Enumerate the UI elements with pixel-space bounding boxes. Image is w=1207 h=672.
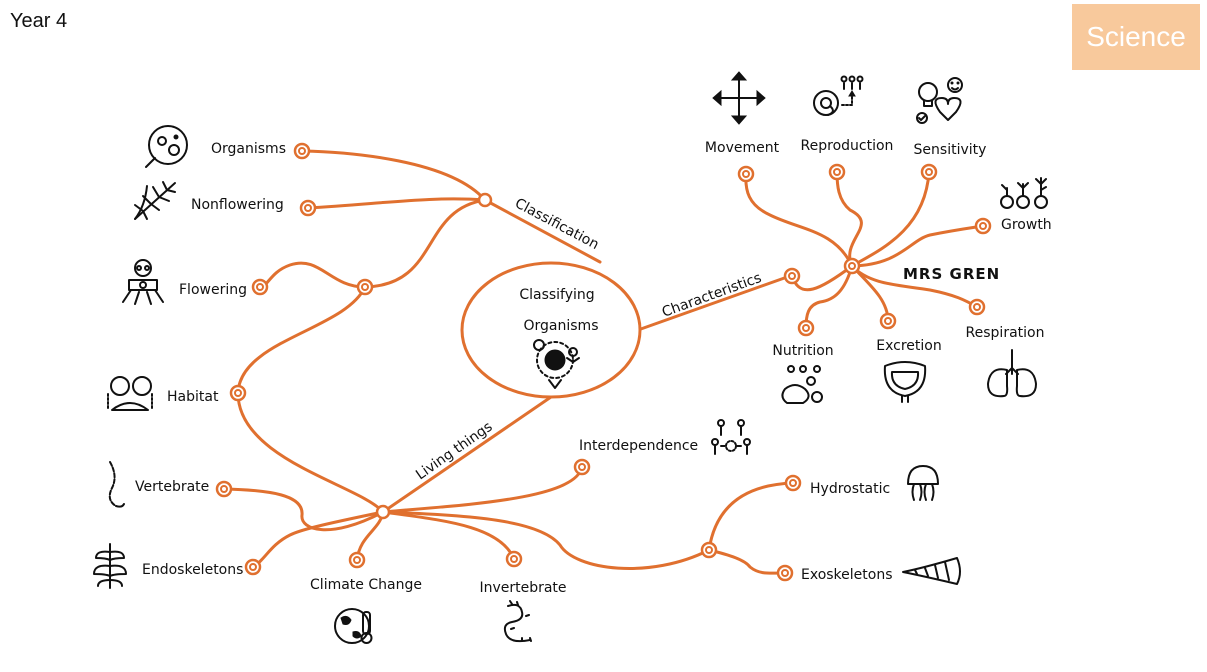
year-label: Year 4 xyxy=(10,10,68,32)
node-nutrition xyxy=(797,319,815,337)
globe-people-icon xyxy=(533,339,580,389)
node-flowering xyxy=(251,278,269,296)
label-characteristics: Characteristics xyxy=(660,270,764,321)
branch-exoskeletons xyxy=(707,548,787,575)
label-habitat: Habitat xyxy=(167,389,219,405)
earth-thermometer-icon xyxy=(334,608,373,644)
label-nonflowering: Nonflowering xyxy=(191,197,284,213)
node-endoskeletons xyxy=(244,558,262,576)
branch-classification xyxy=(483,198,602,264)
shell-icon xyxy=(902,557,961,585)
ribcage-icon xyxy=(93,543,127,589)
node-climate-change xyxy=(348,551,366,569)
node-invert-hub xyxy=(700,541,718,559)
label-invertebrate: Invertebrate xyxy=(479,580,566,596)
hub-living-things xyxy=(375,504,391,520)
label-sensitivity: Sensitivity xyxy=(914,142,987,158)
node-reproduction xyxy=(828,163,846,181)
branch-characteristics xyxy=(636,274,792,332)
branch-habitat-link xyxy=(236,285,367,395)
center-title-line2: Organisms xyxy=(524,318,599,334)
node-organisms xyxy=(293,142,311,160)
node-exoskeletons xyxy=(776,564,794,582)
fern-icon xyxy=(134,181,176,220)
node-interdependence xyxy=(573,458,591,476)
label-endoskeletons: Endoskeletons xyxy=(142,562,243,578)
label-hydrostatic: Hydrostatic xyxy=(810,481,890,497)
branch-nonflowering xyxy=(306,197,487,210)
branch-hydrostatic xyxy=(707,481,795,552)
branch-nutrition xyxy=(804,264,854,330)
node-characteristics xyxy=(783,267,801,285)
branch-lines xyxy=(222,149,985,575)
hub-classification xyxy=(477,192,493,208)
label-nutrition: Nutrition xyxy=(772,343,833,359)
label-classification: Classification xyxy=(512,195,601,253)
branch-growth xyxy=(850,224,985,268)
people-network-icon xyxy=(711,419,751,455)
branch-excretion xyxy=(850,264,890,323)
label-excretion: Excretion xyxy=(876,338,941,354)
branch-respiration xyxy=(850,264,979,309)
food-icon xyxy=(781,365,823,404)
branch-flowering xyxy=(258,261,367,289)
node-hydrostatic xyxy=(784,474,802,492)
node-vertebrate xyxy=(215,480,233,498)
label-vertebrate: Vertebrate xyxy=(135,479,209,495)
branch-living-things xyxy=(381,395,553,514)
label-interdependence: Interdependence xyxy=(579,438,698,454)
branch-interdependence xyxy=(381,465,584,514)
node-excretion xyxy=(879,312,897,330)
branch-sensitivity xyxy=(850,170,931,268)
flower-icon xyxy=(122,259,164,305)
node-movement xyxy=(737,165,755,183)
branch-invert-hub xyxy=(381,510,711,570)
bladder-icon xyxy=(883,361,927,403)
label-reproduction: Reproduction xyxy=(801,138,894,154)
nodes xyxy=(215,142,992,582)
node-invertebrate xyxy=(505,550,523,568)
label-exoskeletons: Exoskeletons xyxy=(801,567,893,583)
teacher-label: MRS GREN xyxy=(903,265,1000,283)
node-sensitivity xyxy=(920,163,938,181)
petri-dish-icon xyxy=(145,125,188,168)
label-flowering: Flowering xyxy=(179,282,247,298)
label-organisms: Organisms xyxy=(211,141,286,157)
move-arrows-icon xyxy=(712,71,766,125)
reproduction-icon xyxy=(813,75,864,116)
worm-icon xyxy=(503,600,532,643)
branch-habitat-down xyxy=(236,391,385,514)
label-movement: Movement xyxy=(705,140,780,156)
branch-reproduction xyxy=(835,170,863,268)
label-living-things: Living things xyxy=(413,419,495,483)
subject-badge: Science xyxy=(1072,4,1200,70)
center-title-line1: Classifying xyxy=(519,287,594,303)
node-nonflowering xyxy=(299,199,317,217)
branch-invertebrate xyxy=(381,510,516,561)
branch-flowering-link xyxy=(363,198,487,289)
spine-icon xyxy=(108,461,125,508)
senses-icon xyxy=(916,77,963,124)
lungs-icon xyxy=(987,349,1037,398)
node-flowering-hub xyxy=(356,278,374,296)
node-char-hub xyxy=(843,257,861,275)
branch-movement xyxy=(744,172,854,268)
jellyfish-icon xyxy=(907,465,939,501)
habitat-icon xyxy=(107,376,153,411)
node-respiration xyxy=(968,298,986,316)
center-ellipse xyxy=(460,261,642,399)
branch-organisms xyxy=(300,149,487,202)
label-respiration: Respiration xyxy=(966,325,1045,341)
branch-endoskeletons xyxy=(251,510,385,569)
branch-vertebrate xyxy=(222,487,385,532)
seedlings-icon xyxy=(1000,177,1048,209)
label-climate-change: Climate Change xyxy=(310,577,422,593)
label-growth: Growth xyxy=(1001,217,1052,233)
node-habitat xyxy=(229,384,247,402)
node-growth xyxy=(974,217,992,235)
